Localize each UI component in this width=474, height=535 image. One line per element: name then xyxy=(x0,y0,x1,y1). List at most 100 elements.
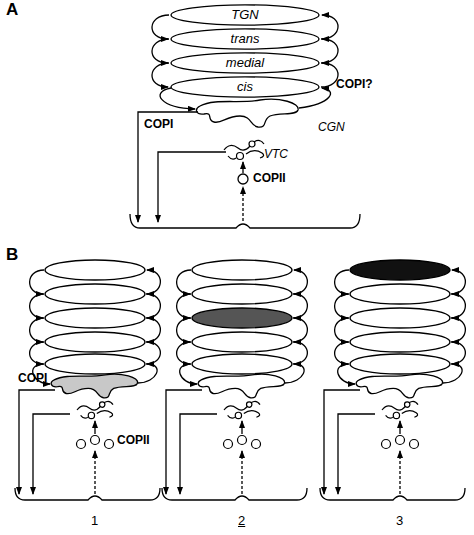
retrograde-arrow xyxy=(335,318,349,342)
anterograde-arrow xyxy=(146,318,160,342)
retrograde-arrow xyxy=(152,15,169,39)
retrograde-pathway xyxy=(166,390,202,494)
copii-vesicle xyxy=(252,440,261,449)
golgi-cisterna xyxy=(45,332,145,352)
transport-arrow xyxy=(241,421,242,434)
vesicular-tubular-cluster xyxy=(77,401,113,418)
panel-letter: A xyxy=(6,1,18,20)
coat-label: COPI xyxy=(144,118,173,131)
er-membrane xyxy=(15,488,160,500)
transport-arrow xyxy=(94,421,95,434)
transport-arrow xyxy=(399,421,400,434)
er-membrane xyxy=(130,214,360,228)
copii-vesicle xyxy=(238,174,248,184)
er-membrane xyxy=(320,488,465,500)
retrograde-arrow xyxy=(152,63,169,87)
vesicle xyxy=(237,153,244,160)
tubule xyxy=(386,415,393,418)
tubule xyxy=(224,145,250,150)
golgi-cisterna xyxy=(192,260,292,280)
retrograde-pathway xyxy=(19,390,55,494)
compartment-name: medial xyxy=(170,52,320,74)
tubule xyxy=(246,151,264,158)
compartment-name: TGN xyxy=(170,4,320,26)
transport-arrow xyxy=(241,451,242,494)
anterograde-arrow xyxy=(146,294,160,318)
anterograde-arrow xyxy=(451,342,465,364)
retrograde-arrow xyxy=(30,342,44,364)
cgn-outline xyxy=(197,99,299,127)
golgi-cisterna: medial xyxy=(170,52,320,74)
vesicular-tubular-cluster xyxy=(224,401,260,418)
retrograde-arrow xyxy=(335,270,349,294)
retrograde-pathway xyxy=(180,414,217,494)
golgi-cisterna xyxy=(45,354,145,374)
cis-golgi-network xyxy=(198,374,284,398)
copii-vesicle xyxy=(396,436,405,445)
compartment-label: CGN xyxy=(318,121,345,134)
compartment-label: VTC xyxy=(264,148,288,161)
golgi-cisterna: trans xyxy=(170,28,320,50)
vesicular-tubular-cluster xyxy=(382,401,418,418)
anterograde-arrow xyxy=(146,342,160,364)
golgi-cisterna: cis xyxy=(170,76,320,98)
golgi-cisterna xyxy=(350,354,450,374)
anterograde-arrow xyxy=(293,342,307,364)
retrograde-arrow xyxy=(335,294,349,318)
vesicle xyxy=(405,402,410,407)
golgi-cisterna xyxy=(350,284,450,304)
retrograde-arrow xyxy=(177,318,191,342)
golgi-cisterna xyxy=(192,308,292,328)
copii-vesicle xyxy=(224,440,233,449)
tubule xyxy=(97,411,113,418)
coat-label: COPII xyxy=(253,172,286,185)
coat-label: COPI? xyxy=(336,78,373,91)
vesicle xyxy=(235,412,241,418)
copii-vesicle xyxy=(410,440,419,449)
copii-vesicle xyxy=(91,436,100,445)
anterograde-arrow xyxy=(293,318,307,342)
tubule xyxy=(228,156,236,159)
anterograde-arrow xyxy=(451,294,465,318)
er-membrane xyxy=(162,488,307,500)
retrograde-arrow xyxy=(335,342,349,364)
retrograde-arrow xyxy=(338,364,355,384)
anterograde-arrow xyxy=(285,364,304,383)
copii-vesicle xyxy=(238,436,247,445)
copii-vesicle xyxy=(77,440,86,449)
transport-arrow xyxy=(242,162,243,173)
transport-arrow xyxy=(94,451,95,494)
retrograde-pathway xyxy=(158,152,226,222)
cgn-outline xyxy=(198,374,284,398)
panel-number: 3 xyxy=(396,514,403,528)
retrograde-arrow xyxy=(30,318,44,342)
anterograde-arrow xyxy=(443,364,462,383)
cis-golgi-network xyxy=(197,99,299,127)
panel-number: 2 xyxy=(238,514,245,528)
anterograde-arrow xyxy=(451,318,465,342)
vesicle xyxy=(249,141,255,147)
tubule xyxy=(402,411,418,418)
retrograde-arrow xyxy=(30,294,44,318)
vesicle xyxy=(247,402,252,407)
transport-arrow xyxy=(242,187,243,221)
tubule xyxy=(228,415,235,418)
transport-arrow xyxy=(399,451,400,494)
vesicle xyxy=(88,412,94,418)
vesicular-tubular-cluster xyxy=(224,140,264,159)
copii-vesicle xyxy=(382,440,391,449)
golgi-cisterna xyxy=(45,284,145,304)
anterograde-arrow xyxy=(138,364,157,383)
retrograde-pathway xyxy=(324,390,360,494)
tubule xyxy=(382,406,405,410)
retrograde-pathway xyxy=(33,414,70,494)
cis-golgi-network xyxy=(51,374,137,398)
retrograde-pathway xyxy=(338,414,375,494)
golgi-cisterna xyxy=(192,354,292,374)
golgi-cisterna xyxy=(350,308,450,328)
retrograde-pathway xyxy=(138,112,198,222)
cgn-outline xyxy=(51,374,137,398)
cgn-outline xyxy=(356,374,442,398)
anterograde-arrow xyxy=(451,270,465,294)
